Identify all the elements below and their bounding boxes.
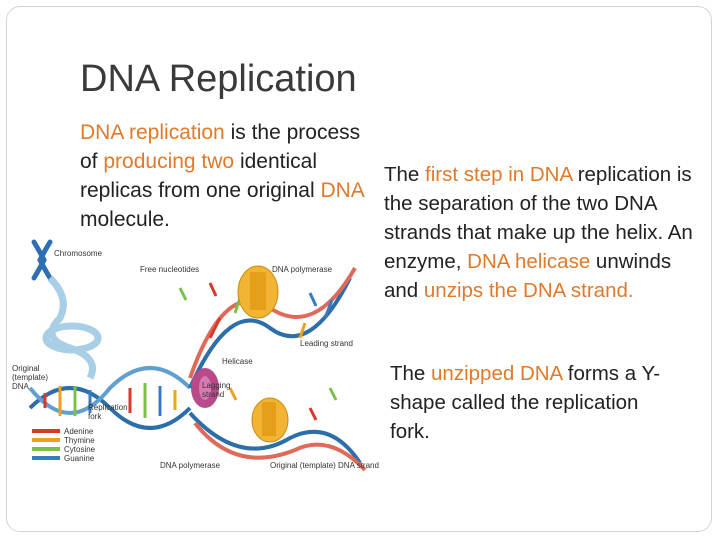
dna-polymerase-bottom-icon bbox=[251, 397, 289, 443]
lagging-line-1: Lagging bbox=[202, 381, 230, 390]
text-run: unwinds and bbox=[384, 250, 672, 302]
text-run: unzipped DNA bbox=[431, 362, 563, 385]
text-run: DNA helicase bbox=[467, 250, 591, 273]
lagging-strand-helix bbox=[188, 411, 367, 472]
chromosome-icon bbox=[31, 239, 53, 281]
text-run: molecule. bbox=[80, 208, 170, 231]
text-run: The bbox=[390, 362, 432, 385]
text-run: The bbox=[384, 163, 426, 186]
legend-label-thymine: Thymine bbox=[64, 436, 95, 445]
original-line-3: DNA bbox=[12, 382, 30, 391]
text-run: DNA bbox=[320, 179, 364, 202]
dna-polymerase-top-icon bbox=[237, 265, 279, 319]
legend-label-guanine: Guanine bbox=[64, 454, 95, 463]
slide-frame bbox=[6, 6, 712, 532]
paragraph-replication-fork: The unzipped DNA forms a Y-shape called … bbox=[390, 359, 680, 446]
original-line-2: (template) bbox=[12, 373, 48, 382]
dna-replication-diagram: Chromosome bbox=[10, 238, 380, 474]
label-dna-polymerase-bottom: DNA polymerase bbox=[160, 461, 221, 470]
legend-label-cytosine: Cytosine bbox=[64, 445, 96, 454]
fork-line-2: fork bbox=[88, 412, 102, 421]
fork-line-1: Replication bbox=[88, 403, 128, 412]
text-run: first step in DNA bbox=[425, 163, 572, 186]
text-run: DNA replication bbox=[80, 121, 225, 144]
original-line-1: Original bbox=[12, 364, 40, 373]
label-dna-polymerase-top: DNA polymerase bbox=[272, 265, 333, 274]
label-original-template: Original (template) DNA bbox=[12, 364, 50, 391]
label-chromosome: Chromosome bbox=[54, 249, 103, 258]
label-template-strand: Original (template) DNA strand bbox=[270, 461, 379, 470]
helicase-icon bbox=[191, 368, 219, 408]
text-run: identical replicas from one original bbox=[80, 150, 321, 202]
text-run: forms a Y-shape called the replication f… bbox=[390, 362, 661, 443]
paragraph-first-step: The first step in DNA replication is the… bbox=[384, 160, 694, 305]
label-helicase: Helicase bbox=[222, 357, 253, 366]
free-nucleotides bbox=[178, 282, 338, 421]
label-free-nucleotides: Free nucleotides bbox=[140, 265, 199, 274]
text-run: unzips the DNA strand. bbox=[423, 279, 634, 302]
text-run: is the process of bbox=[80, 121, 361, 173]
label-leading-strand: Leading strand bbox=[300, 339, 353, 348]
paragraph-definition: DNA replication is the process of produc… bbox=[80, 118, 380, 234]
text-run: replication is the separation of the two… bbox=[384, 163, 693, 273]
slide-title: DNA Replication bbox=[80, 58, 357, 100]
label-replication-fork: Replication fork bbox=[88, 403, 130, 421]
text-run: producing two bbox=[103, 150, 235, 173]
template-dna-helix bbox=[28, 366, 192, 430]
label-lagging-strand: Lagging strand bbox=[202, 381, 233, 399]
legend-label-adenine: Adenine bbox=[64, 427, 94, 436]
coiled-dna bbox=[42, 275, 102, 380]
lagging-line-2: strand bbox=[202, 390, 224, 399]
